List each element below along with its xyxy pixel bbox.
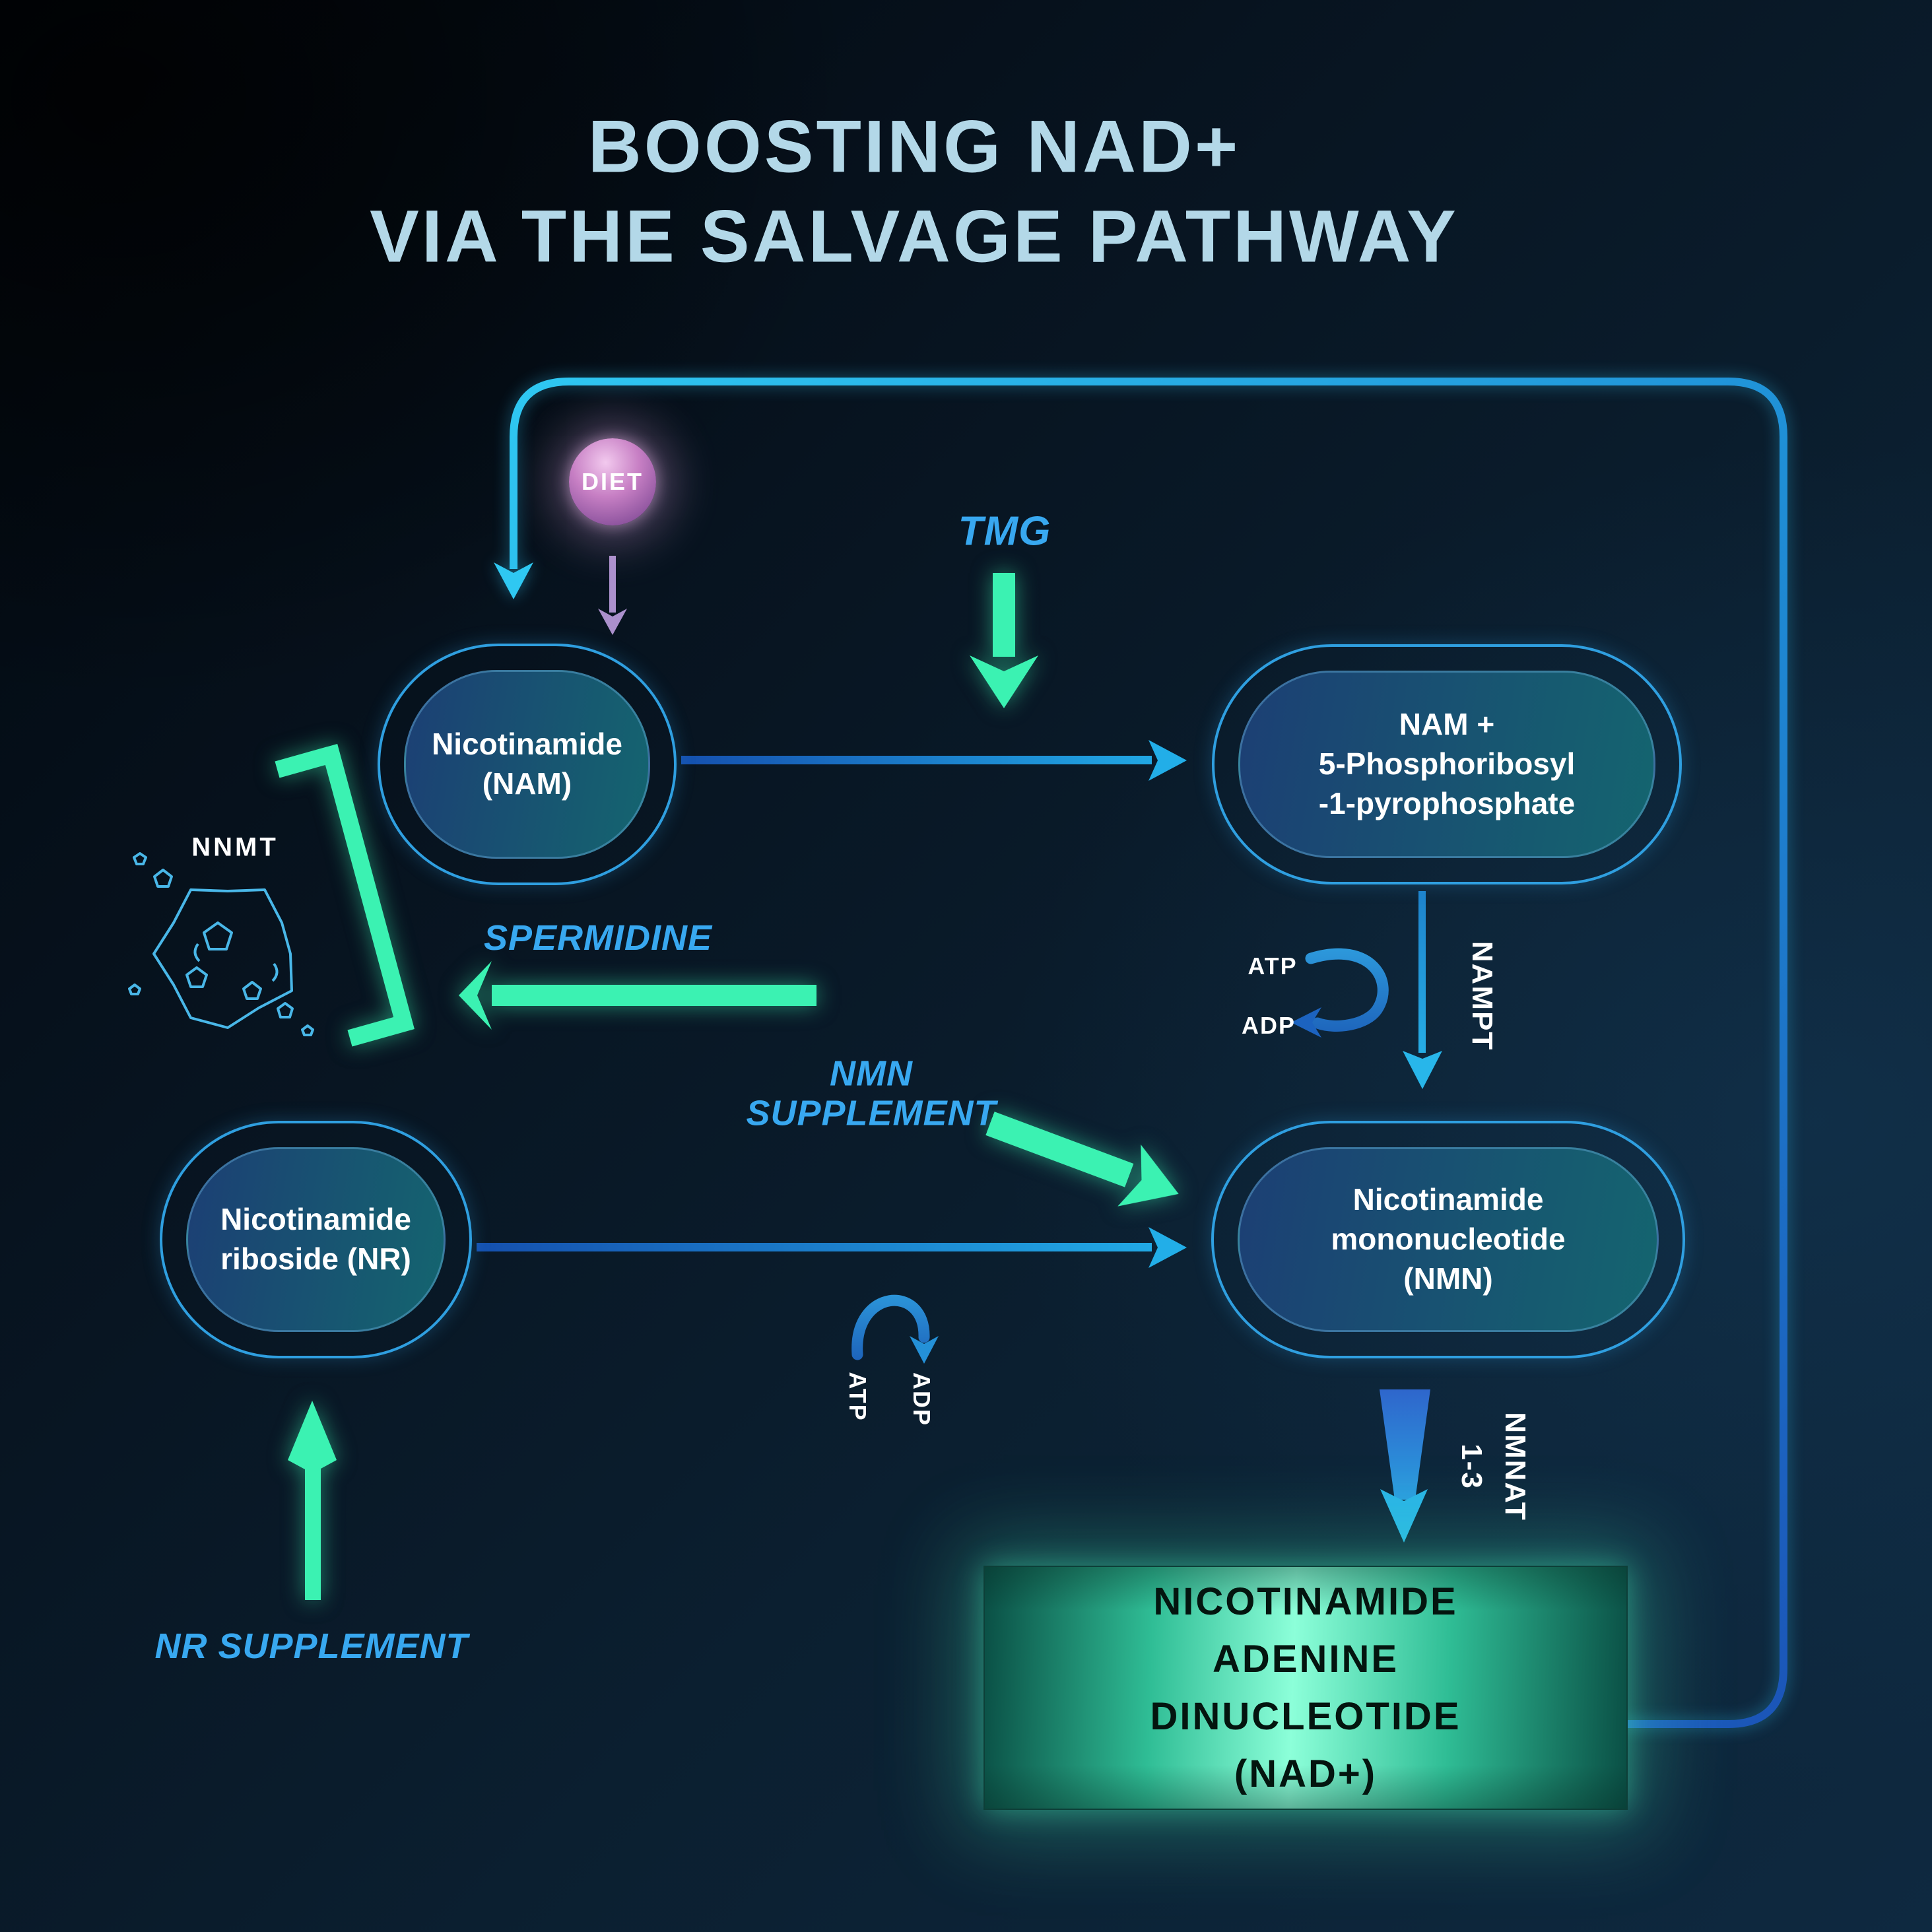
adp-label-right: ADP [1241,1012,1296,1039]
nampt-label: NAMPT [1466,941,1498,1051]
atp-label-right: ATP [1248,952,1298,980]
nampt-arrow [1403,891,1442,1089]
node-prpp-inner: NAM + 5-Phosphoribosyl -1-pyrophosphate [1238,671,1655,858]
nnmt-label: NNMT [191,832,279,862]
atp-adp-cycle-right-icon [1291,948,1389,1038]
diet-arrow [598,556,627,635]
feedback-loop-arrow [494,378,1787,1728]
nr-supplement-label: NR SUPPLEMENT [154,1626,469,1666]
node-nr-inner: Nicotinamide riboside (NR) [186,1147,446,1332]
nmn-supplement-label: NMN SUPPLEMENT [746,1053,997,1133]
nr-to-nmn-arrow [477,1227,1187,1268]
diet-label: DIET [581,468,644,495]
page-title-line1: BOOSTING NAD+ [587,105,1241,188]
page-title-line2: VIA THE SALVAGE PATHWAY [370,195,1459,278]
node-nam: Nicotinamide (NAM) [378,644,677,885]
atp-label-bottom: ATP [844,1372,871,1422]
tmg-label: TMG [958,508,1051,554]
node-nam-inner: Nicotinamide (NAM) [404,670,650,859]
node-nam-label: Nicotinamide (NAM) [432,727,622,801]
spermidine-label: SPERMIDINE [483,917,713,958]
node-nr-label: Nicotinamide riboside (NR) [220,1202,411,1276]
nmn-supplement-arrow [985,1112,1179,1207]
diet-sphere-icon: DIET [569,438,656,525]
nr-supplement-arrow [288,1401,337,1600]
nnmt-molecule-icon [128,852,314,1036]
node-nr: Nicotinamide riboside (NR) [160,1121,472,1358]
atp-adp-cycle-bottom-icon [851,1294,939,1364]
node-nmn: Nicotinamide mononucleotide (NMN) [1211,1121,1685,1358]
tmg-arrow [970,573,1038,708]
nad-result-label: NICOTINAMIDE ADENINE DINUCLEOTIDE (NAD+) [1150,1580,1461,1795]
node-prpp: NAM + 5-Phosphoribosyl -1-pyrophosphate [1212,644,1682,884]
nmnat-label: NMNAT 1-3 [1455,1412,1531,1521]
nam-to-prpp-arrow [681,740,1187,781]
diet-arrowhead-icon [598,609,627,635]
feedback-loop-arrowhead-icon [494,562,533,599]
nad-result-box: NICOTINAMIDE ADENINE DINUCLEOTIDE (NAD+) [983,1566,1628,1810]
nmnat-arrow [1380,1389,1430,1543]
spermidine-arrow [459,961,816,1030]
nnmt-inhibition-bracket-icon [275,743,415,1047]
node-nmn-label: Nicotinamide mononucleotide (NMN) [1331,1182,1566,1296]
node-prpp-label: NAM + 5-Phosphoribosyl -1-pyrophosphate [1318,707,1576,820]
node-nmn-inner: Nicotinamide mononucleotide (NMN) [1238,1147,1659,1332]
adp-label-bottom: ADP [908,1372,935,1427]
